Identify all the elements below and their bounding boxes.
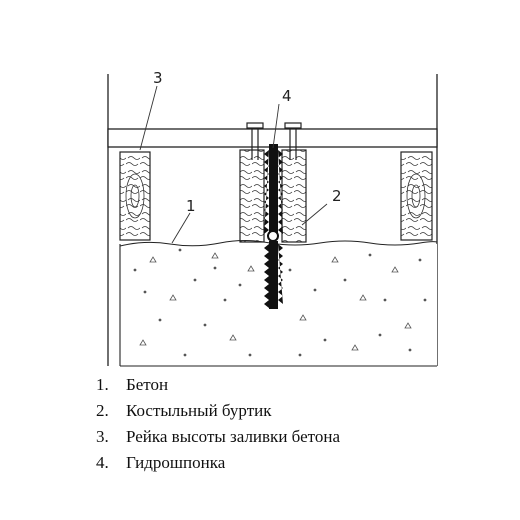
legend-number: 3. <box>96 427 109 446</box>
callout-4-label: 4 <box>282 87 292 105</box>
legend-item-concrete: 1. Бетон <box>96 372 340 398</box>
right-wood-batten <box>400 151 433 241</box>
legend-number: 4. <box>96 453 109 472</box>
legend-number: 1. <box>96 375 109 394</box>
nails <box>246 122 302 160</box>
concrete-fill <box>119 240 438 367</box>
legend-text: Костыльный буртик <box>126 401 272 420</box>
construction-joint-diagram: 1 2 3 4 <box>107 69 438 367</box>
legend-item-waterstop: 4. Гидрошпонка <box>96 450 340 476</box>
legend-text: Гидрошпонка <box>126 453 226 472</box>
callout-1-label: 1 <box>186 197 196 215</box>
legend-item-bead: 2. Костыльный буртик <box>96 398 340 424</box>
center-wood-battens <box>239 149 307 243</box>
leader-lines <box>139 85 328 244</box>
callout-2-label: 2 <box>332 187 342 205</box>
legend: 1. Бетон 2. Костыльный буртик 3. Рейка высо… <box>96 372 340 476</box>
left-wood-batten <box>119 151 151 241</box>
waterstop <box>264 144 283 309</box>
concrete-aggregate <box>133 248 427 357</box>
legend-text: Бетон <box>126 375 169 394</box>
legend-item-batten: 3. Рейка высоты заливки бетона <box>96 424 340 450</box>
legend-text: Рейка высоты заливки бетона <box>126 427 340 446</box>
legend-number: 2. <box>96 401 109 420</box>
callout-3-label: 3 <box>153 69 163 87</box>
